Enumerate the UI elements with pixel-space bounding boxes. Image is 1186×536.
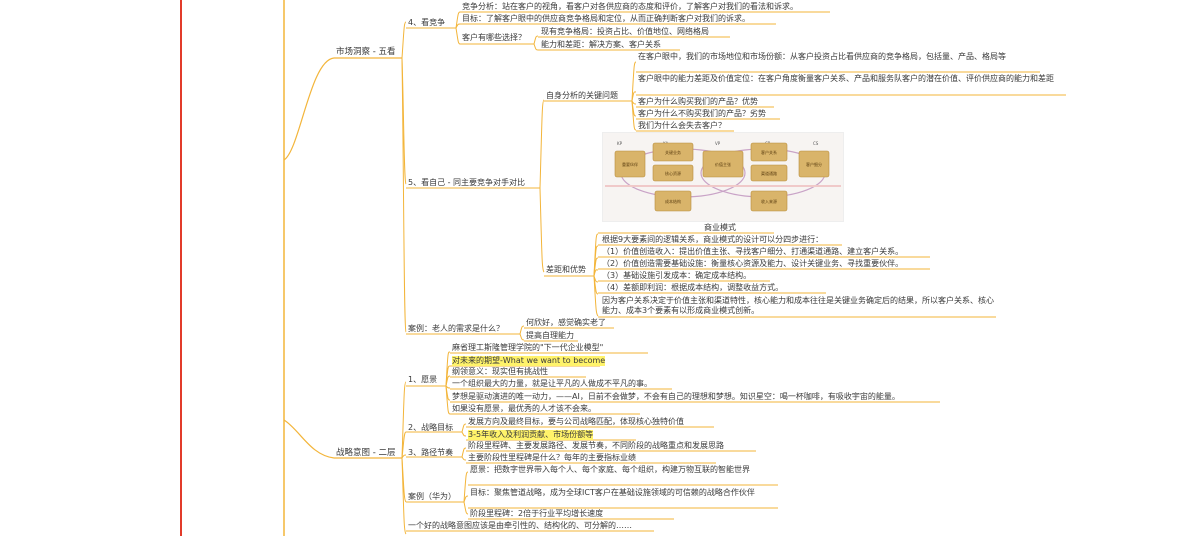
node-key-questions[interactable]: 自身分析的关键问题 [546,91,618,100]
leaf-vision-expectation[interactable]: 对未来的期望-What we want to become [452,356,606,366]
leaf-bm-step2[interactable]: （2）价值创造需要基础设施：衡量核心资源及能力、设计关键业务、寻找重要伙伴。 [602,259,904,268]
canvas-cell-value-proposition: 价值主张 [715,161,731,167]
canvas-cell-key-resources: 核心资源 [665,170,681,176]
node-case-elderly[interactable]: 案例：老人的需求是什么？ [408,324,504,333]
node-vision[interactable]: 1、愿景 [408,375,438,384]
leaf-why-not-buy[interactable]: 客户为什么不购买我们的产品？劣势 [638,109,766,118]
node-strategic-goal[interactable]: 2、战略目标 [408,423,454,432]
leaf-competition-analysis[interactable]: 竞争分析：站在客户的视角，看客户对各供应商的态度和评价，了解客户对我们的看法和诉… [462,2,798,11]
leaf-current-landscape[interactable]: 现有竞争格局：投资占比、价值地位、网络格局 [541,27,709,36]
leaf-huawei-goal[interactable]: 目标：聚焦管道战略，成为全球ICT客户在基础设施领域的可信赖的战略合作伙伴 [470,488,755,497]
node-market-insight[interactable]: 市场洞察 - 五看 [336,47,396,57]
leaf-vision-meaning[interactable]: 纲领意义：现实但有挑战性 [452,367,548,376]
leaf-strategy-summary[interactable]: 一个好的战略意图应该是由牵引性的、结构化的、可分解的…… [408,521,632,530]
leaf-why-lose[interactable]: 我们为什么会失去客户？ [638,121,726,130]
canvas-header-kp: KP [617,141,623,146]
canvas-header-cs: CS [813,141,819,146]
leaf-vision-talent[interactable]: 如果没有愿景，最优秀的人才该不会来。 [452,404,596,413]
leaf-bm-innovation[interactable]: 因为客户关系决定于价值主张和渠道特性，核心能力和成本往往是关键业务确定后的结果，… [602,296,994,315]
leaf-huawei-milestone[interactable]: 阶段里程碑：2倍于行业平均增长速度 [470,509,604,518]
leaf-path-annual[interactable]: 主要阶段性里程碑是什么？每年的主要指标业绩 [468,453,636,462]
canvas-header-vp: VP [715,141,721,146]
canvas-cell-customer-segments: 客户细分 [806,161,822,167]
node-path-rhythm[interactable]: 3、路径节奏 [408,448,454,457]
leaf-case-feeling[interactable]: 何欣好，感觉确实老了 [526,318,606,327]
leaf-vision-mit[interactable]: 麻省理工斯隆管理学院的"下一代企业模型" [452,343,604,352]
leaf-path-milestones[interactable]: 阶段里程碑、主要发展路径、发展节奏，不同阶段的战略重点和发展思路 [468,441,724,450]
canvas-cell-customer-relationships: 客户关系 [761,149,777,155]
node-customer-choices[interactable]: 客户有哪些选择？ [462,33,526,42]
leaf-bm-intro[interactable]: 根据9大要素间的逻辑关系，商业模式的设计可以分四步进行： [602,235,824,244]
leaf-capability-value[interactable]: 客户眼中的能力差距及价值定位：在客户角度衡量客户关系、产品和服务队客户的潜在价值… [638,74,1054,83]
leaf-goal-direction[interactable]: 发展方向及最终目标，要与公司战略匹配，体现核心独特价值 [468,417,684,426]
node-strategic-intent[interactable]: 战略意图 - 二层 [336,448,396,458]
leaf-bm-step3[interactable]: （3）基础设施引发成本：确定成本结构。 [602,271,752,280]
leaf-market-position[interactable]: 在客户眼中，我们的市场地位和市场份额：从客户投资占比看供应商的竞争格局，包括量、… [638,52,1006,61]
leaf-huawei-vision[interactable]: 愿景：把数字世界带入每个人、每个家庭、每个组织，构建万物互联的智能世界 [470,465,750,474]
node-gap-advantage[interactable]: 差距和优势 [546,265,586,274]
node-look-self[interactable]: 5、看自己 - 同主要竞争对手对比 [408,178,526,187]
label-business-model[interactable]: 商业模式 [704,223,736,232]
node-look-competition[interactable]: 4、看竞争 [408,18,446,27]
node-case-huawei[interactable]: 案例（华为） [408,492,456,501]
canvas-cell-cost-structure: 成本结构 [665,198,681,204]
canvas-cell-key-partners: 重要伙伴 [622,161,638,167]
leaf-vision-power[interactable]: 一个组织最大的力量，就是让平凡的人做成不平凡的事。 [452,379,652,388]
leaf-why-buy[interactable]: 客户为什么购买我们的产品？优势 [638,97,758,106]
leaf-capability-gap[interactable]: 能力和差距：解决方案、客户关系 [541,40,661,49]
canvas-cell-revenue-streams: 收入来源 [761,198,777,204]
leaf-competition-goal[interactable]: 目标：了解客户眼中的供应商竞争格局和定位，从而正确判断客户对我们的诉求。 [462,14,750,23]
canvas-cell-channels: 渠道通路 [761,170,777,176]
leaf-case-selfcare[interactable]: 提高自理能力 [526,331,574,340]
leaf-vision-dream[interactable]: 梦想是驱动演进的唯一动力，——AI，日前不会做梦，不会有自己的理想和梦想。知识星… [452,392,900,401]
leaf-bm-step1[interactable]: （1）价值创造收入：提出价值主张、寻找客户细分、打通渠道通路、建立客户关系。 [602,247,904,256]
business-model-canvas-image: KP KA VP CR CS 重要伙伴 关键业务 核心资源 价值主张 客户关系 … [602,132,844,222]
leaf-bm-step4[interactable]: （4）差额即利润：根据成本结构，调整收益方式。 [602,283,784,292]
canvas-cell-key-activities: 关键业务 [665,149,681,155]
leaf-goal-revenue[interactable]: 3-5年收入及利润贡献、市场份额等 [468,430,594,440]
